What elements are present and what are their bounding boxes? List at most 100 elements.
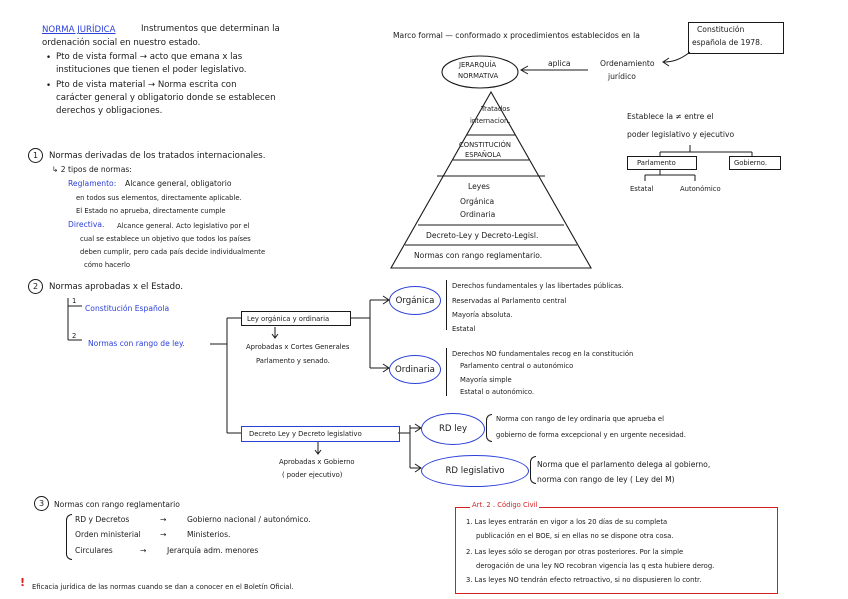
- intro-material-line3: derechos y obligaciones.: [56, 106, 163, 116]
- rdley-line1: Norma con rango de ley ordinaria que apr…: [496, 415, 664, 423]
- eficacia-text: Eficacia jurídica de las normas cuando s…: [32, 583, 294, 591]
- sec2-number: 2: [28, 279, 43, 294]
- reglamento-label: Reglamento:: [68, 179, 117, 188]
- rdley-brace: [486, 414, 492, 442]
- sec3-row3-arrow: →: [140, 546, 147, 555]
- ordenamiento-line1: Ordenamiento: [600, 59, 655, 68]
- poderes-line2: poder legislativo y ejecutivo: [627, 130, 735, 139]
- ordinaria-oval: Ordinaria: [389, 355, 441, 384]
- sec3-row3-right: Jerarquía adm. menores: [167, 546, 259, 555]
- organica-oval: Orgánica: [389, 286, 441, 315]
- aprobadas-line1: Aprobadas x Cortes Generales: [246, 343, 350, 351]
- reglamento-line2: en todos sus elementos, directamente apl…: [76, 194, 242, 202]
- pyramid-top-line2: NORMATIVA: [458, 72, 499, 80]
- sec3-row2-left: Orden ministerial: [75, 530, 141, 539]
- rdleg-line1: Norma que el parlamento delega al gobier…: [537, 460, 711, 469]
- sec1-title: Normas derivadas de los tratados interna…: [49, 151, 266, 161]
- organica-brace: [446, 280, 447, 330]
- intro-material-line1: Pto de vista material → Norma escrita co…: [56, 80, 237, 90]
- ordinaria-item2: Parlamento central o autonómico: [460, 362, 574, 370]
- pyramid-level1-line1: Tratados: [481, 105, 510, 113]
- gobierno-label: Gobierno.: [734, 159, 767, 167]
- pyramid-level2-line2: ESPAÑOLA: [465, 151, 501, 159]
- rdley-oval: RD ley: [421, 413, 485, 445]
- sec3-row2-right: Ministerios.: [187, 530, 231, 539]
- sec3-row2-arrow: →: [160, 530, 167, 539]
- sec3-brace: [66, 514, 72, 560]
- bullet-formal-icon: •: [46, 53, 52, 63]
- sec1-number: 1: [28, 148, 43, 163]
- directiva-line2: cual se establece un objetivo que todos …: [80, 235, 251, 243]
- decreto-box-label: Decreto Ley y Decreto legislativo: [249, 430, 362, 438]
- intro-material-line2: carácter general y obligatorio donde se …: [56, 93, 276, 103]
- codigo-civil-p3-line1: 3. Las leyes NO tendrán efecto retroacti…: [466, 576, 702, 584]
- autonomico-label: Autonómico: [680, 185, 721, 193]
- sec3-row1-arrow: →: [160, 515, 167, 524]
- ordinaria-brace: [446, 348, 447, 396]
- ordenamiento-line2: jurídico: [608, 72, 636, 81]
- intro-formal-line1: Pto de vista formal → acto que emana x l…: [56, 52, 243, 62]
- rdleg-brace: [530, 456, 536, 484]
- eficacia-mark: !: [20, 576, 26, 589]
- sec2-item2-number: 2: [72, 332, 77, 340]
- codigo-civil-box: [455, 507, 778, 594]
- organica-item3: Mayoría absoluta.: [452, 311, 513, 319]
- organica-item2: Reservadas al Parlamento central: [452, 297, 567, 305]
- directiva-line1: Alcance general. Acto legislativo por el: [117, 222, 250, 230]
- sec3-title: Normas con rango reglamentario: [54, 500, 180, 509]
- intro-formal-line2: instituciones que tienen el poder legisl…: [56, 65, 247, 75]
- sec3-row1-right: Gobierno nacional / autonómico.: [187, 515, 311, 524]
- ley-box: [241, 311, 351, 326]
- codigo-civil-title: Art. 2 . Código Civil: [470, 500, 540, 510]
- constitucion-line1: Constitución: [697, 25, 745, 34]
- codigo-civil-p1-line1: 1. Las leyes entrarán en vigor a los 20 …: [466, 518, 668, 526]
- codigo-civil-p2-line2: derogación de una ley NO recobran vigenc…: [476, 562, 715, 570]
- poderes-line1: Establece la ≠ entre el: [627, 112, 714, 121]
- sec1-tipos: ↳ 2 tipos de normas:: [52, 165, 132, 174]
- sec3-number: 3: [34, 496, 49, 511]
- organica-item1: Derechos fundamentales y las libertades …: [452, 282, 624, 290]
- codigo-civil-p1-line2: publicación en el BOE, si en ellas no se…: [476, 532, 674, 540]
- estatal-label: Estatal: [630, 185, 654, 193]
- parlamento-box: [627, 156, 697, 170]
- intro-def-line1: Instrumentos que determinan la: [141, 24, 280, 34]
- decreto-aprob-line2: ( poder ejecutivo): [282, 471, 343, 479]
- pyramid-level3-title: Leyes: [468, 182, 490, 191]
- marco-text: Marco formal — conformado x procedimient…: [393, 31, 640, 40]
- intro-title: NORMA JURÍDICA: [42, 25, 116, 35]
- pyramid-top-line1: JERARQUÍA: [459, 61, 497, 69]
- pyramid-level5: Normas con rango reglamentario.: [414, 251, 543, 260]
- ordinaria-item3: Mayoría simple: [460, 376, 512, 384]
- pyramid-level3-item2: Ordinaria: [460, 210, 496, 219]
- codigo-civil-p2-line1: 2. Las leyes sólo se derogan por otras p…: [466, 548, 684, 556]
- aprobadas-line2: Parlamento y senado.: [256, 357, 330, 365]
- pyramid-level3-item1: Orgánica: [460, 197, 495, 206]
- pyramid-level1-line2: internacion.: [470, 117, 511, 125]
- reglamento-line3: El Estado no aprueba, directamente cumpl…: [76, 207, 226, 215]
- pyramid-level4: Decreto-Ley y Decreto-Legisl.: [426, 231, 539, 240]
- ley-box-label: Ley orgánica y ordinaria: [247, 315, 330, 323]
- sec3-row3-left: Circulares: [75, 546, 113, 555]
- sec2-title: Normas aprobadas x el Estado.: [49, 282, 183, 292]
- sec2-item1: Constitución Española: [85, 304, 170, 313]
- ordinaria-item4: Estatal o autonómico.: [460, 388, 535, 396]
- gobierno-box: [729, 156, 781, 170]
- parlamento-label: Parlamento: [637, 159, 676, 167]
- constitucion-box: [688, 22, 784, 54]
- directiva-label: Directiva.: [68, 220, 105, 229]
- sec2-item2: Normas con rango de ley.: [88, 339, 185, 348]
- organica-item4: Estatal: [452, 325, 476, 333]
- directiva-line4: cómo hacerlo: [84, 261, 131, 269]
- rdleg-line2: norma con rango de ley ( Ley del M): [537, 475, 675, 484]
- constitucion-line2: española de 1978.: [692, 38, 763, 47]
- pyramid-level2-line1: CONSTITUCIÓN: [459, 141, 511, 149]
- intro-def-line2: ordenación social en nuestro estado.: [42, 38, 201, 48]
- rdleg-oval: RD legislativo: [421, 455, 529, 487]
- ordinaria-item1: Derechos NO fundamentales recog en la co…: [452, 350, 634, 358]
- decreto-aprob-line1: Aprobadas x Gobierno: [279, 458, 355, 466]
- reglamento-line1: Alcance general, obligatorio: [125, 179, 232, 188]
- sec2-item1-number: 1: [72, 297, 77, 305]
- bullet-material-icon: •: [46, 81, 52, 91]
- aplica-label: aplica: [548, 59, 571, 68]
- sec3-row1-left: RD y Decretos: [75, 515, 130, 524]
